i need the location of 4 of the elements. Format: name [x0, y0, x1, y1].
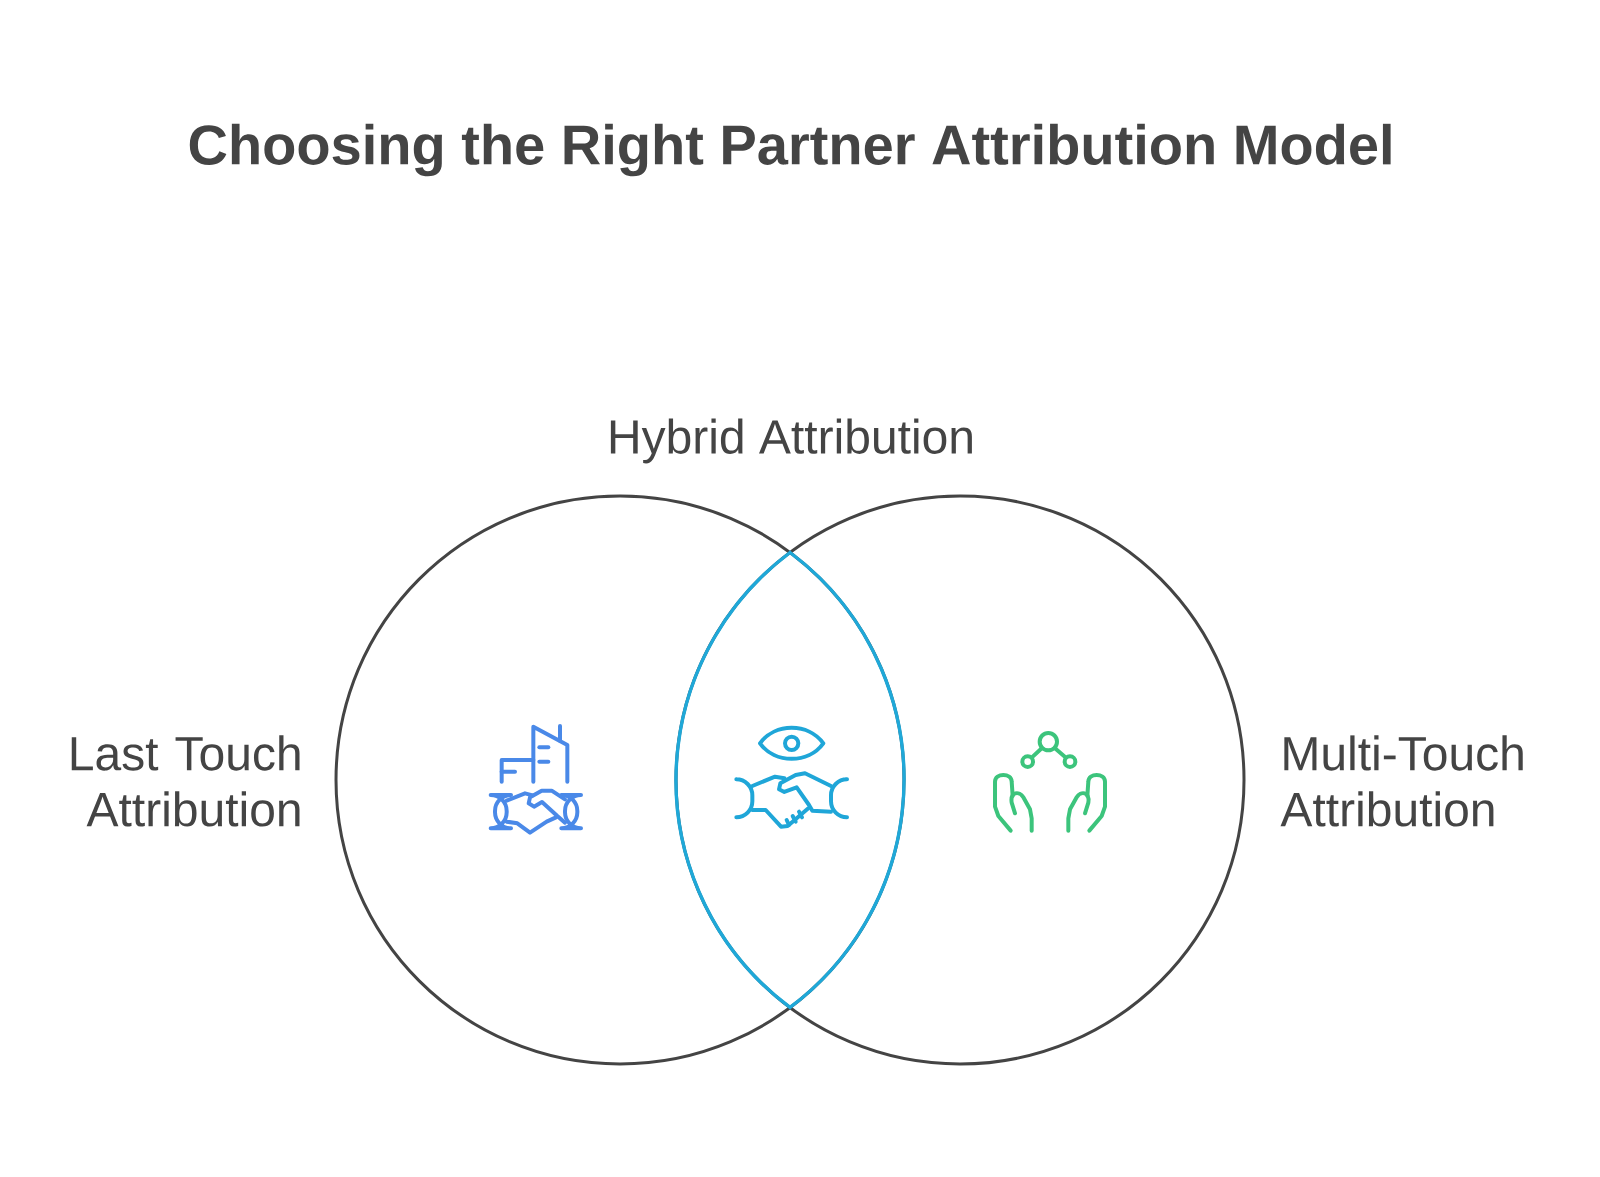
circle-label: Multi-Touch Attribution	[1280, 735, 1523, 827]
title: Choosing the Right Partner Attribution Model	[189, 123, 1391, 177]
lens-label: Hybrid Attribution	[610, 418, 972, 464]
circle-label: Last Touch Attribution	[71, 735, 300, 827]
